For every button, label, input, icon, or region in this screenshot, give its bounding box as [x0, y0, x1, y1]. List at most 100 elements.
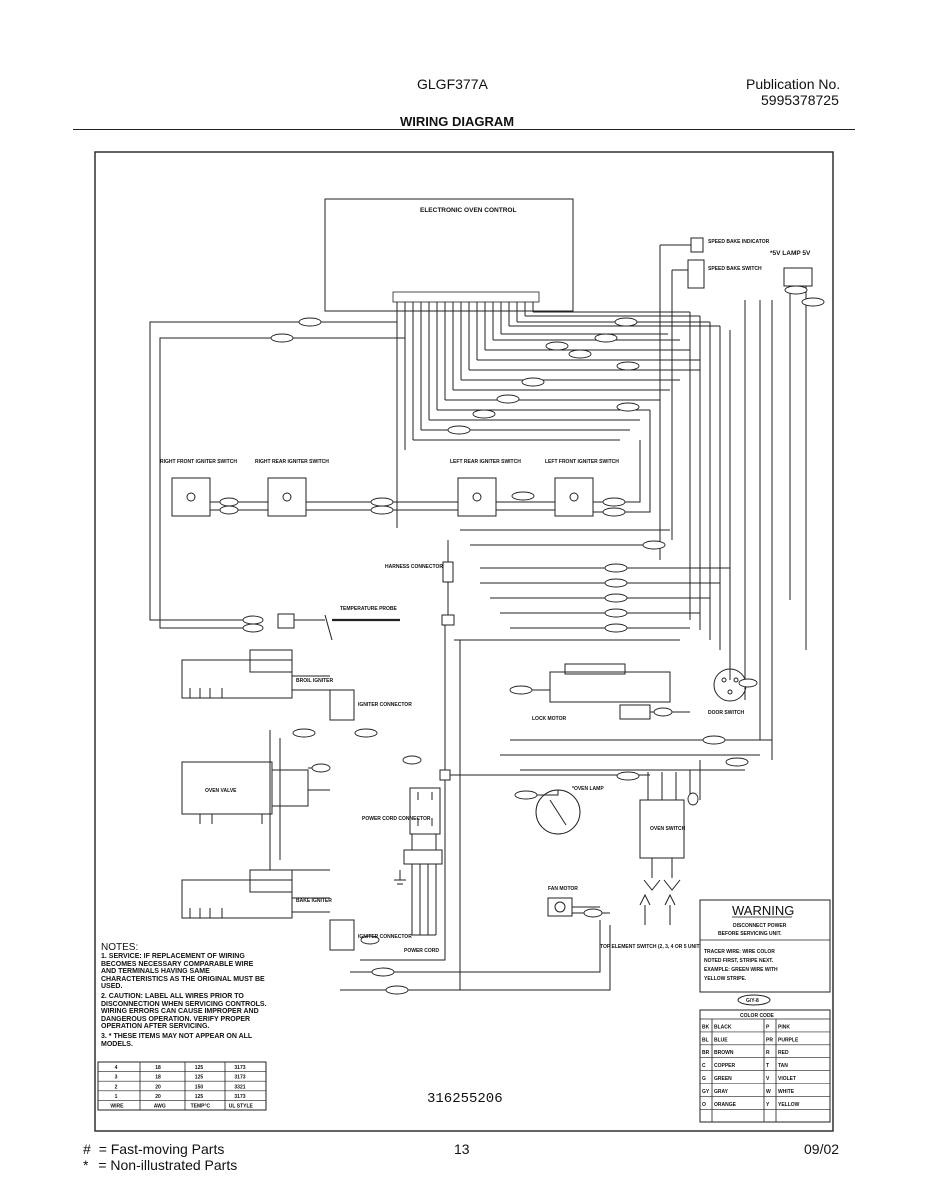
- harness-connector: [442, 561, 454, 583]
- label-lamp-5v: *5V LAMP 5V: [770, 250, 811, 257]
- label-broil-igniter: BROIL IGNITER: [296, 678, 334, 684]
- legend-asterisk-symbol: *: [83, 1157, 89, 1173]
- label-speed-bake-indicator: SPEED BAKE INDICATOR: [708, 239, 770, 245]
- wire-table-cell: 3173: [234, 1094, 245, 1100]
- color-code-cell: PURPLE: [778, 1037, 799, 1043]
- legend-hash-symbol: #: [83, 1141, 91, 1157]
- color-code-cell: BROWN: [714, 1050, 734, 1056]
- note-3: 3. * THESE ITEMS MAY NOT APPEAR ON ALL M…: [101, 1032, 253, 1048]
- color-code-cell: BR: [702, 1050, 710, 1056]
- left-rear-igniter-switch: [457, 477, 497, 517]
- color-code-cell: RED: [778, 1050, 789, 1056]
- legend-fast-moving: # = Fast-moving Parts: [83, 1141, 224, 1157]
- wire-table-cell: 4: [115, 1065, 118, 1071]
- wire-table-cell: 18: [155, 1065, 161, 1071]
- wire-table-cell: TEMP°C: [191, 1104, 211, 1110]
- warning-box: WARNING DISCONNECT POWER BEFORE SERVICIN…: [699, 899, 831, 1006]
- section-title: WIRING DIAGRAM: [400, 114, 515, 129]
- color-code-cell: G: [702, 1076, 706, 1082]
- color-code-cell: ORANGE: [714, 1102, 737, 1108]
- label-power-cord-connector: POWER CORD CONNECTOR: [362, 816, 431, 822]
- label-harness-connector: HARNESS CONNECTOR: [385, 564, 443, 570]
- wire-table-cell: 1: [115, 1094, 118, 1100]
- control-terminal-strip: [392, 291, 540, 303]
- igniter-connector-top: [329, 689, 355, 721]
- label-fan-motor: FAN MOTOR: [548, 886, 578, 892]
- color-code-cell: BLUE: [714, 1037, 728, 1043]
- speed-bake-indicator: [690, 237, 704, 253]
- label-temperature-probe: TEMPERATURE PROBE: [340, 606, 398, 612]
- color-code-cell: GREEN: [714, 1076, 732, 1082]
- color-code-cell: Y: [766, 1102, 770, 1108]
- wire-table-cell: 125: [195, 1065, 204, 1071]
- label-oven-valve: OVEN VALVE: [205, 788, 237, 794]
- wire-table-cell: 2: [115, 1084, 118, 1090]
- tracer-line2: NOTED FIRST, STRIPE NEXT.: [704, 958, 774, 964]
- color-code-cell: PR: [766, 1037, 773, 1043]
- note-1: 1. SERVICE: IF REPLACEMENT OF WIRING BEC…: [101, 953, 265, 991]
- wire-table-cell: UL STYLE: [229, 1104, 254, 1110]
- label-door-switch: DOOR SWITCH: [708, 710, 744, 716]
- warning-line2: BEFORE SERVICING UNIT.: [718, 931, 782, 937]
- label-top-element-switch: TOP ELEMENT SWITCH (2, 3, 4 OR 5 UNITS): [600, 944, 705, 950]
- color-code-cell: COPPER: [714, 1063, 736, 1069]
- label-left-front-igniter: LEFT FRONT IGNITER SWITCH: [545, 459, 619, 465]
- fan-motor: [547, 897, 573, 917]
- lamp-5v: [783, 267, 813, 287]
- note-2: 2. CAUTION: LABEL ALL WIRES PRIOR TO DIS…: [101, 992, 267, 1031]
- publication-number: 5995378725: [761, 92, 839, 108]
- label-igniter-connector-bottom: IGNITER CONNECTOR: [358, 934, 412, 940]
- label-igniter-connector-top: IGNITER CONNECTOR: [358, 702, 412, 708]
- notes-title: NOTES:: [101, 942, 139, 953]
- legend-fast-moving-text: = Fast-moving Parts: [98, 1141, 225, 1157]
- color-code-cell: BLACK: [714, 1024, 732, 1030]
- label-oven-switch: OVEN SWITCH: [650, 826, 686, 832]
- color-code-cell: T: [766, 1063, 769, 1069]
- color-code-title: COLOR CODE: [740, 1013, 775, 1019]
- wire-table-cell: 3173: [234, 1065, 245, 1071]
- wire-table-cell: 125: [195, 1094, 204, 1100]
- tracer-line3: EXAMPLE: GREEN WIRE WITH: [704, 967, 778, 973]
- right-front-igniter-switch: [171, 477, 211, 517]
- wire-table-cell: 20: [155, 1094, 161, 1100]
- wire-table-cell: 3173: [234, 1075, 245, 1081]
- color-code-cell: WHITE: [778, 1089, 795, 1095]
- temperature-probe-connector: [277, 613, 295, 629]
- label-left-rear-igniter: LEFT REAR IGNITER SWITCH: [450, 459, 521, 465]
- wire-table-cell: 3: [115, 1075, 118, 1081]
- label-bake-igniter: BAKE IGNITER: [296, 898, 332, 904]
- color-code-cell: TAN: [778, 1063, 788, 1069]
- wire-table-cell: AWG: [154, 1104, 166, 1110]
- header-rule: [73, 129, 855, 130]
- tracer-line1: TRACER WIRE: WIRE COLOR: [704, 949, 775, 955]
- label-oven-lamp: *OVEN LAMP: [572, 786, 604, 792]
- color-code-cell: P: [766, 1024, 770, 1030]
- model-number: GLGF377A: [417, 76, 488, 92]
- electronic-oven-control-box: [324, 198, 574, 312]
- color-code-cell: O: [702, 1102, 706, 1108]
- color-code-cell: R: [766, 1050, 770, 1056]
- wire-table-cell: 150: [195, 1084, 204, 1090]
- label-power-cord: POWER CORD: [404, 948, 439, 954]
- color-code-cell: C: [702, 1063, 706, 1069]
- wire-table-cell: WIRE: [110, 1104, 124, 1110]
- tracer-example-tag: G/Y-8: [746, 998, 759, 1004]
- color-code-cell: V: [766, 1076, 770, 1082]
- tracer-line4: YELLOW STRIPE.: [704, 976, 747, 982]
- label-lock-motor: LOCK MOTOR: [532, 716, 566, 722]
- label-right-rear-igniter: RIGHT REAR IGNITER SWITCH: [255, 459, 329, 465]
- color-code-cell: PINK: [778, 1024, 790, 1030]
- footer-date: 09/02: [804, 1141, 840, 1157]
- right-rear-igniter-switch: [267, 477, 307, 517]
- color-code-cell: GRAY: [714, 1089, 729, 1095]
- warning-title: WARNING: [732, 903, 794, 918]
- color-code-cell: GY: [702, 1089, 710, 1095]
- color-code-cell: BK: [702, 1024, 710, 1030]
- label-speed-bake-switch: SPEED BAKE SWITCH: [708, 266, 762, 272]
- page-number: 13: [454, 1141, 470, 1157]
- warning-line1: DISCONNECT POWER: [733, 923, 787, 929]
- wire-table-cell: 125: [195, 1075, 204, 1081]
